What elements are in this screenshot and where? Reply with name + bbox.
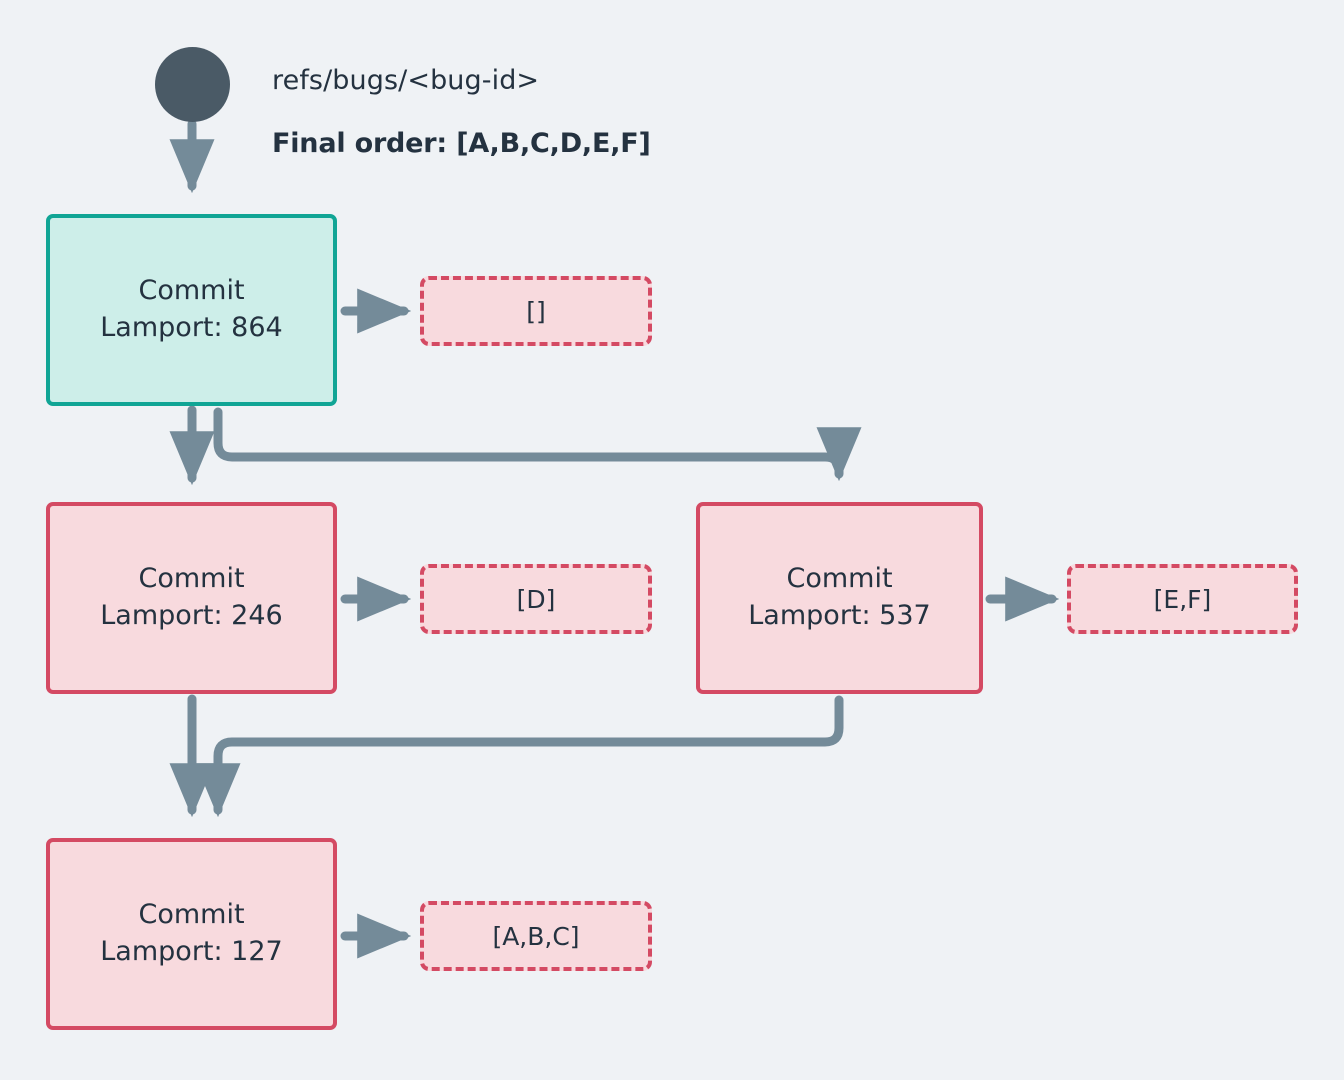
badge-commit-246-text: [D] (516, 584, 556, 614)
badge-commit-537-text: [E,F] (1153, 584, 1212, 614)
badge-commit-127[interactable]: [A,B,C] (420, 901, 652, 971)
start-node-circle[interactable] (155, 47, 230, 122)
commit-node-537[interactable]: Commit Lamport: 537 (696, 502, 983, 694)
badge-commit-864[interactable]: [] (420, 276, 652, 346)
badge-commit-537[interactable]: [E,F] (1067, 564, 1298, 634)
commit-node-864-lamport: Lamport: 864 (100, 312, 283, 343)
commit-node-864-title: Commit (138, 275, 245, 307)
commit-node-246[interactable]: Commit Lamport: 246 (46, 502, 337, 694)
commit-node-537-lamport: Lamport: 537 (748, 600, 931, 631)
badge-commit-127-text: [A,B,C] (492, 921, 580, 951)
commit-node-127-title: Commit (138, 899, 245, 931)
commit-node-246-title: Commit (138, 563, 245, 595)
final-order-label: Final order: [A,B,C,D,E,F] (272, 128, 651, 159)
commit-node-537-title: Commit (786, 563, 893, 595)
commit-node-127[interactable]: Commit Lamport: 127 (46, 838, 337, 1030)
commit-node-127-lamport: Lamport: 127 (100, 936, 283, 967)
commit-node-864[interactable]: Commit Lamport: 864 (46, 214, 337, 406)
edge-commit537-to-commit127 (195, 695, 844, 818)
commit-node-246-lamport: Lamport: 246 (100, 600, 283, 631)
ref-path-label: refs/bugs/<bug-id> (272, 65, 540, 96)
badge-commit-246[interactable]: [D] (420, 564, 652, 634)
edge-commit864-to-commit537 (213, 407, 862, 482)
badge-commit-864-text: [] (526, 296, 546, 326)
